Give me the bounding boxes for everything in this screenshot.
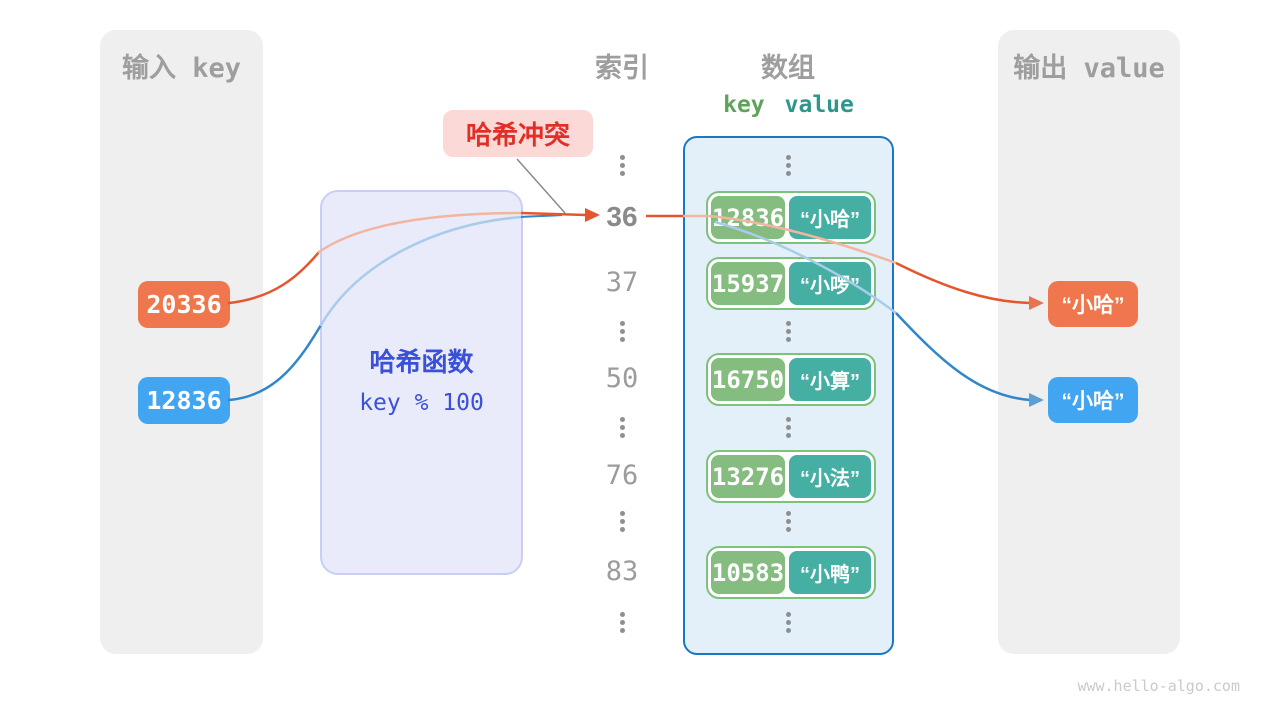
output-value-column: 输出 value — [998, 30, 1180, 654]
entry-key: 12836 — [711, 196, 785, 239]
hash-function-box: 哈希函数 key % 100 — [320, 190, 523, 575]
entry-value: “小鸭” — [789, 551, 871, 594]
entry-key: 15937 — [711, 262, 785, 305]
ellipsis-icon — [592, 511, 652, 532]
array-entry: 16750 “小算” — [706, 353, 876, 406]
blue-merge-stub — [520, 214, 563, 218]
entry-key: 16750 — [711, 358, 785, 401]
index-value-36: 36 — [606, 201, 638, 232]
array-entry: 12836 “小哈” — [706, 191, 876, 244]
arrow-to-index-36 — [520, 211, 587, 217]
watermark: www.hello-algo.com — [1077, 677, 1240, 695]
index-value-76: 76 — [605, 460, 639, 491]
index-title: 索引 — [595, 53, 649, 84]
ellipsis-icon — [758, 321, 818, 342]
input-key-20336: 20336 — [138, 281, 230, 328]
entry-key: 10583 — [711, 551, 785, 594]
index-value-50: 50 — [605, 363, 639, 394]
input-key-12836: 12836 — [138, 377, 230, 424]
ellipsis-icon — [758, 511, 818, 532]
output-value-blue: “小哈” — [1048, 377, 1138, 423]
entry-value: “小算” — [789, 358, 871, 401]
hash-collision-label: 哈希冲突 — [443, 110, 593, 157]
input-key-column: 输入 key — [100, 30, 263, 654]
array-kv-header: key value — [683, 92, 894, 118]
array-entry: 13276 “小法” — [706, 450, 876, 503]
entry-key: 13276 — [711, 455, 785, 498]
entry-value: “小啰” — [789, 262, 871, 305]
output-value-orange: “小哈” — [1048, 281, 1138, 327]
ellipsis-icon — [592, 612, 652, 633]
output-value-title: 输出 value — [1013, 53, 1165, 84]
entry-value: “小哈” — [789, 196, 871, 239]
ellipsis-icon — [758, 155, 818, 176]
array-entry: 10583 “小鸭” — [706, 546, 876, 599]
ellipsis-icon — [592, 417, 652, 438]
ellipsis-icon — [592, 321, 652, 342]
key-header-label: key — [723, 92, 765, 118]
hash-function-title: 哈希函数 — [369, 347, 474, 377]
index-value-83: 83 — [605, 556, 639, 587]
ellipsis-icon — [758, 612, 818, 633]
ellipsis-icon — [758, 417, 818, 438]
value-header-label: value — [784, 92, 854, 118]
entry-value: “小法” — [789, 455, 871, 498]
ellipsis-icon — [592, 155, 652, 176]
hash-function-formula: key % 100 — [359, 390, 484, 416]
input-key-title: 输入 key — [121, 53, 242, 84]
collision-callout-line — [516, 158, 566, 214]
array-entry: 15937 “小啰” — [706, 257, 876, 310]
array-title: 数组 — [761, 53, 815, 84]
index-value-37: 37 — [605, 267, 639, 298]
